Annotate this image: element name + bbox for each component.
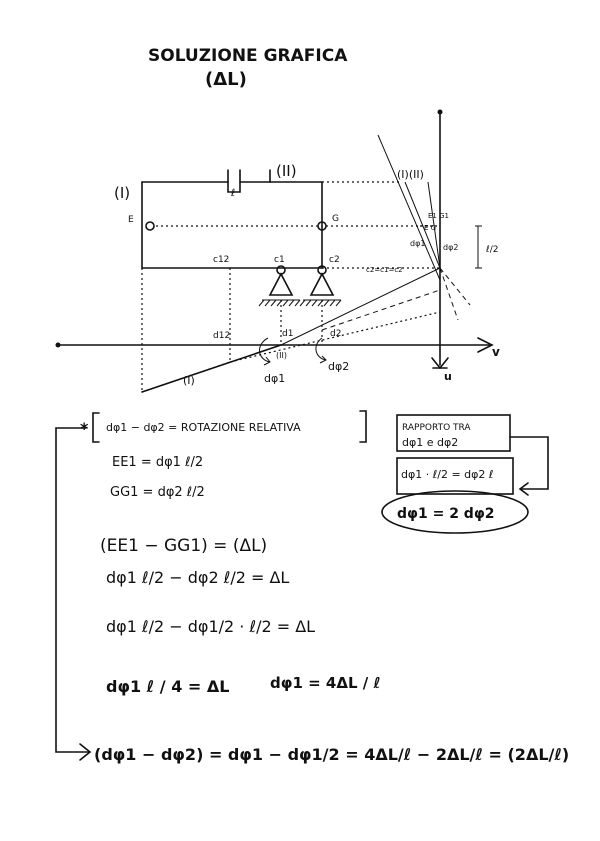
label-right-E-G: E G	[424, 224, 436, 232]
label-dphi2-low: dφ2	[328, 360, 349, 373]
label-body-II: (II)	[276, 162, 297, 180]
label-d1: d1	[282, 329, 293, 339]
structure-diagram	[55, 109, 494, 393]
ratio-line1: RAPPORTO TRA	[402, 423, 471, 433]
label-point-E: E	[128, 215, 134, 225]
label-axis-v: v	[492, 345, 500, 359]
ratio-eq1: dφ1 · ℓ/2 = dφ2 ℓ	[401, 468, 493, 481]
label-d2: d2	[330, 329, 341, 339]
relation-text: dφ1 − dφ2 = ROTAZIONE RELATIVA	[106, 421, 301, 434]
label-right-I-II: (I)(II)	[397, 168, 424, 181]
eq-1: (EE1 − GG1) = (ΔL)	[100, 536, 267, 556]
label-c-eq: c2=c1=c2	[366, 266, 403, 274]
equations: EE1 = dφ1 ℓ/2 GG1 = dφ2 ℓ/2 (EE1 − GG1) …	[94, 455, 569, 764]
eq-ee1: EE1 = dφ1 ℓ/2	[112, 455, 203, 470]
label-right-l-over-2: ℓ/2	[485, 245, 498, 255]
label-c2: c2	[329, 255, 340, 265]
flow-arrow	[55, 427, 91, 753]
eq-3: dφ1 ℓ/2 − dφ1/2 · ℓ/2 = ΔL	[106, 617, 315, 636]
ratio-box: RAPPORTO TRA dφ1 e dφ2 dφ1 · ℓ/2 = dφ2 ℓ…	[381, 414, 549, 534]
eq-final: (dφ1 − dφ2) = dφ1 − dφ1/2 = 4ΔL/ℓ − 2ΔL/…	[94, 745, 569, 764]
label-c1: c1	[274, 255, 285, 265]
ratio-eq2: dφ1 = 2 dφ2	[397, 506, 495, 522]
title-line1: SOLUZIONE GRAFICA	[148, 46, 348, 66]
eq-4b: dφ1 = 4ΔL / ℓ	[270, 674, 381, 692]
label-right-E1G1: E1 G1	[428, 212, 449, 220]
label-axis-u: u	[444, 370, 452, 383]
label-c12: c12	[213, 255, 229, 265]
label-II-small: (II)	[276, 351, 287, 360]
eq-2: dφ1 ℓ/2 − dφ2 ℓ/2 = ΔL	[106, 568, 289, 587]
label-I-lower: (I)	[183, 374, 195, 387]
label-d12: d12	[213, 331, 230, 341]
diagram-labels: (I) (II) E G c12 c1 c2 d12 d1 d2 ℓ c2=c1…	[114, 162, 500, 387]
title-line2: (ΔL)	[205, 69, 247, 90]
eq-4a: dφ1 ℓ / 4 = ΔL	[106, 677, 229, 696]
relation-box: * dφ1 − dφ2 = ROTAZIONE RELATIVA	[80, 410, 367, 443]
label-point-G: G	[332, 214, 339, 224]
label-l-top: ℓ	[231, 188, 235, 199]
eq-gg1: GG1 = dφ2 ℓ/2	[110, 485, 205, 500]
label-dphi1-low: dφ1	[264, 372, 285, 385]
ratio-line2: dφ1 e dφ2	[402, 436, 458, 449]
label-body-I: (I)	[114, 184, 130, 202]
label-right-dphi2: dφ2	[443, 243, 458, 252]
label-right-dphi1: dφ1	[410, 239, 425, 248]
